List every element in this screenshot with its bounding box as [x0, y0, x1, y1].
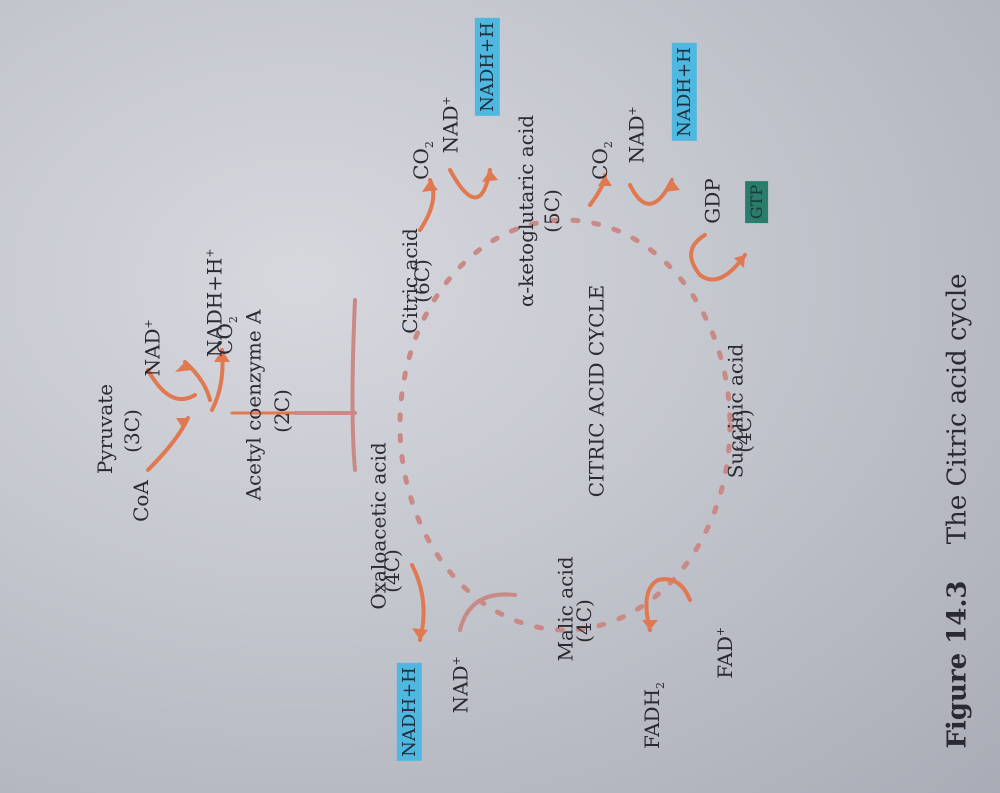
acetyl-fork	[293, 298, 357, 472]
malic-carbon-label: (4C)	[571, 599, 596, 643]
keto-nadh-arrow	[628, 178, 674, 206]
nad-top-label: NAD+	[140, 319, 165, 377]
ketoglutaric-label: α-ketoglutaric acid	[514, 114, 539, 308]
ketoglutaric-carbon-label: (5C)	[539, 189, 564, 233]
fad-label: FAD+	[712, 626, 737, 679]
figure-title: The Citric acid cycle	[942, 273, 973, 545]
fad-arrow	[644, 577, 692, 632]
arrowhead	[482, 170, 498, 182]
citric-carbon-label: (6C)	[409, 259, 434, 303]
arrowhead	[175, 362, 192, 372]
arrowhead	[734, 255, 745, 268]
co2-top-label: CO2	[212, 316, 240, 355]
cycle-ring	[397, 217, 733, 633]
nad-keto-label: NAD+	[624, 106, 649, 164]
cycle-name-label: CITRIC ACID CYCLE	[584, 284, 609, 498]
gdp-gtp-arrow	[689, 233, 747, 282]
arrowhead	[664, 180, 680, 192]
nadh-citric-label: NADH+H	[474, 18, 500, 116]
nad-citric-label: NAD+	[438, 96, 463, 154]
nadh-left-label: NADH+H	[396, 663, 422, 761]
malic-nadh-arrow	[458, 592, 517, 632]
nad-left-label: NAD+	[448, 656, 473, 714]
arrowhead	[412, 628, 428, 640]
arrowhead	[176, 418, 188, 430]
pyruvate-label: Pyruvate	[93, 383, 118, 475]
arrowhead	[422, 180, 438, 192]
gtp-label: GTP	[744, 180, 769, 224]
nadh-keto-label: NADH+H	[671, 43, 697, 141]
gdp-label: GDP	[700, 178, 725, 224]
oxaloacetic-carbon-label: (4C)	[379, 549, 404, 593]
arrowhead	[214, 350, 230, 362]
arrowheads	[175, 170, 745, 640]
fadh2-label: FADH2	[640, 681, 668, 750]
arrowhead	[598, 175, 612, 186]
citric-nadh-arrow	[448, 168, 492, 200]
pyruvate-carbon-label: (3C)	[119, 409, 144, 453]
arrowhead	[642, 620, 658, 630]
succinic-carbon-label: (4C)	[731, 409, 756, 453]
co2-keto-label: CO2	[587, 141, 615, 180]
acetyl-carbon-label: (2C)	[269, 389, 294, 433]
figure-number: Figure 14.3	[942, 580, 973, 749]
acetyl-label: Acetyl coenzyme A	[241, 309, 266, 501]
coa-label: CoA	[128, 480, 153, 522]
nadh-arrow	[183, 360, 212, 402]
figure-caption: Figure 14.3 The Citric acid cycle	[943, 273, 973, 748]
nad-arrow	[146, 368, 197, 401]
